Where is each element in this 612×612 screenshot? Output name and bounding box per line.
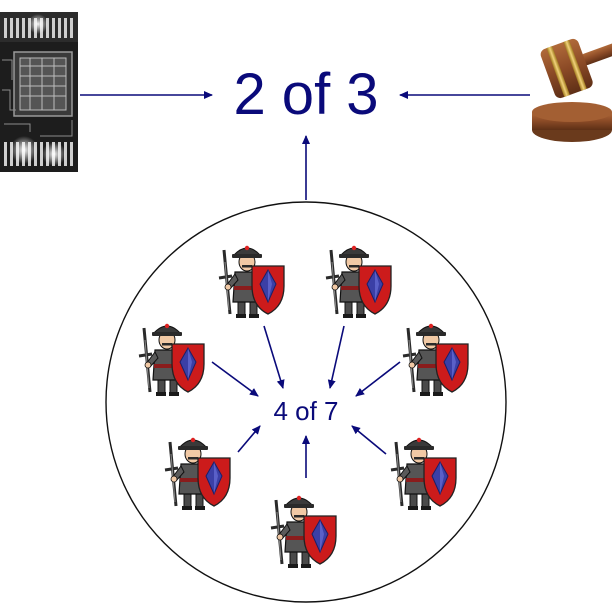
guardian-arrow-4 [355,361,401,397]
guardian-arrow-3 [211,361,259,397]
guardian-arrows [211,325,401,478]
guardian-group-circle [105,201,507,603]
knight-icon [269,494,338,570]
inner-threshold-label: 4 of 7 [273,396,338,426]
guardian-arrow-6 [351,425,387,455]
knight-icon [217,244,286,320]
guardian-arrow-2 [327,325,345,389]
outer-threshold-label: 2 of 3 [233,62,378,127]
knight-icon [324,244,393,320]
knight-icon [401,322,470,398]
knight-icon [137,322,206,398]
knight-icon [389,436,458,512]
circuit-board-icon [0,12,78,172]
guardian-arrow-1 [263,325,285,389]
knight-icon [163,436,232,512]
gavel-icon [532,38,612,142]
guardian-arrow-5 [237,425,261,453]
